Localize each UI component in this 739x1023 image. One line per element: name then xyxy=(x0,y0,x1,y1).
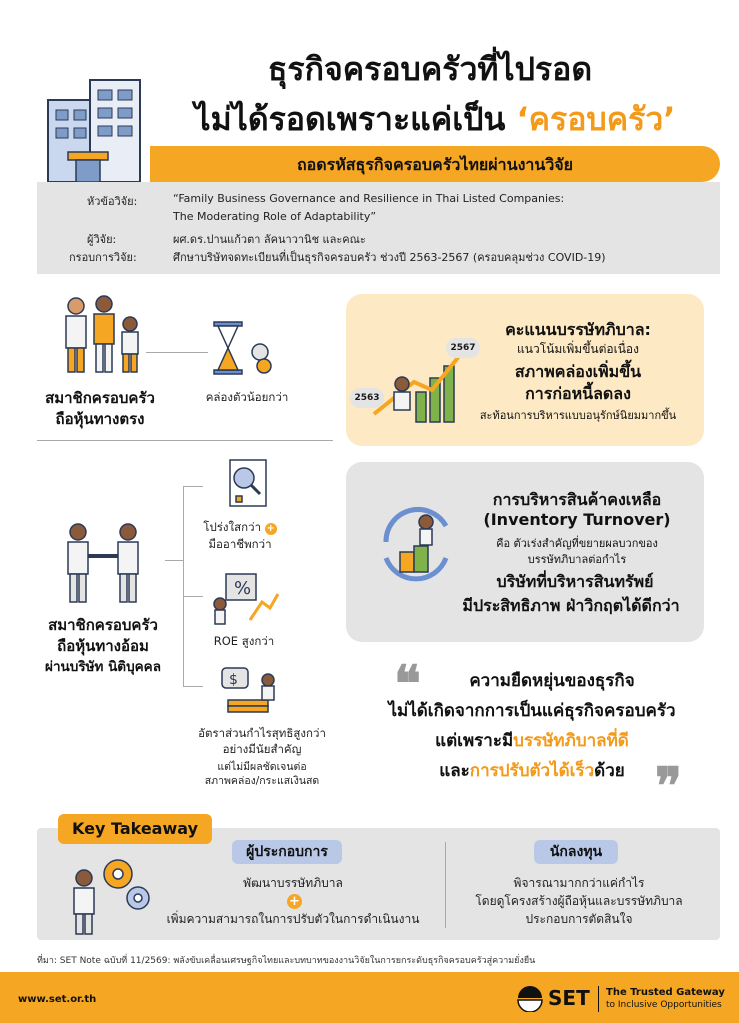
svg-text:$: $ xyxy=(229,672,238,688)
governance-line2: แนวโน้มเพิ่มขึ้นต่อเนื่อง xyxy=(517,342,639,356)
quote-line3: แต่เพราะมีบรรษัทภิบาลที่ดี xyxy=(352,726,712,756)
close-quote-icon: ❞ xyxy=(655,756,682,815)
direct-effect: คล่องตัวน้อยกว่า xyxy=(205,390,289,404)
operator-pill: ผู้ประกอบการ xyxy=(232,840,342,864)
bracket-branch-2 xyxy=(183,596,203,597)
direct-title-line1: สมาชิกครอบครัว xyxy=(45,389,155,407)
governance-line1: คะแนนบรรษัทภิบาล: xyxy=(505,320,651,339)
quote-line2: ไม่ได้เกิดจากการเป็นแค่ธุรกิจครอบครัว xyxy=(388,701,676,721)
scope-label: กรอบการวิจัย: xyxy=(69,251,137,264)
bracket-vertical xyxy=(183,486,184,686)
title-prefix: ไม่ได้รอดเพราะแค่เป็น xyxy=(194,100,517,138)
quote-line1: ความยืดหยุ่นของธุรกิจ xyxy=(469,671,635,691)
growth-chart-icon xyxy=(372,344,467,423)
quote-block: ความยืดหยุ่นของธุรกิจ ไม่ได้เกิดจากการเป… xyxy=(352,666,712,786)
page-title-line2: ไม่ได้รอดเพราะแค่เป็น ‘ครอบครัว’ xyxy=(150,94,720,145)
indirect-title-line2: ถือหุ้นทางอ้อม xyxy=(57,637,149,655)
hourglass-icon xyxy=(213,321,272,375)
quote-line4-suffix: ด้วย xyxy=(594,761,625,781)
year-end-badge: 2567 xyxy=(446,338,480,358)
research-info-box: หัวข้อวิจัย: “Family Business Governance… xyxy=(37,182,720,274)
tagline-line2: to Inclusive Opportunities xyxy=(606,1000,722,1010)
quote-line3-highlight: บรรษัทภิบาลที่ดี xyxy=(513,731,629,751)
website-link[interactable]: www.set.or.th xyxy=(18,994,97,1005)
percent-growth-icon: % xyxy=(213,573,280,625)
inventory-line5: บริษัทที่บริหารสินทรัพย์ xyxy=(496,572,654,591)
investor-line1: พิจารณามากกว่าแค่กำไร xyxy=(513,876,645,890)
direct-title-line2: ถือหุ้นทางตรง xyxy=(55,410,145,428)
svg-text:%: % xyxy=(234,578,251,599)
source-citation: ที่มา: SET Note ฉบับที่ 11/2569: พลังขับ… xyxy=(37,956,536,966)
indirect-title-line3: ผ่านบริษัท นิติบุคคล xyxy=(45,659,161,675)
inventory-line6: มีประสิทธิภาพ ฝ่าวิกฤตได้ดีกว่า xyxy=(462,596,680,615)
coins-money-icon: $ xyxy=(221,667,275,713)
takeaway-divider xyxy=(445,842,446,928)
section-divider xyxy=(37,440,333,441)
bracket-stem xyxy=(165,560,183,561)
bracket-branch-3 xyxy=(183,686,203,687)
title-highlight: ‘ครอบครัว’ xyxy=(516,100,676,138)
handshake-people-icon xyxy=(67,523,139,603)
office-building-icon xyxy=(47,79,141,182)
investor-line3: ประกอบการตัดสินใจ xyxy=(525,912,633,926)
inventory-line3: คือ ตัวเร่งสำคัญที่ขยายผลบวกของ xyxy=(496,537,658,550)
governance-line3: สภาพคล่องเพิ่มขึ้น xyxy=(514,362,642,381)
subtitle-banner: ถอดรหัสธุรกิจครอบครัวไทยผ่านงานวิจัย xyxy=(150,146,720,182)
plus-icon: + xyxy=(264,523,277,535)
key-takeaway-badge: Key Takeaway xyxy=(58,814,212,844)
researcher-value: ผศ.ดร.ปานแก้วตา ลัคนาวานิช และคณะ xyxy=(173,233,366,246)
investor-line2: โดยดูโครงสร้างผู้ถือหุ้นและบรรษัทภิบาล xyxy=(475,894,683,908)
indirect-effect3-line4: สภาพคล่อง/กระแสเงินสด xyxy=(204,775,320,787)
quote-line4-prefix: และ xyxy=(439,761,470,781)
governance-line5: สะท้อนการบริหารแบบอนุรักษ์นิยมมากขึ้น xyxy=(479,409,677,422)
connector-line xyxy=(146,352,208,353)
gears-person-icon xyxy=(73,859,150,935)
investor-pill: นักลงทุน xyxy=(534,840,618,864)
set-logo-text: SET xyxy=(548,986,590,1010)
set-logo-icon xyxy=(517,986,543,1012)
bracket-branch-1 xyxy=(183,486,203,487)
operator-line1: พัฒนาบรรษัทภิบาล xyxy=(243,876,343,890)
inventory-cycle-icon xyxy=(383,507,449,582)
governance-card: 2563 2567 คะแนนบรรษัทภิบาล: แนวโน้มเพิ่ม… xyxy=(346,294,704,446)
indirect-effect1-line1: โปร่งใสกว่า + xyxy=(200,520,280,535)
topic-line1: “Family Business Governance and Resilien… xyxy=(173,192,565,205)
tagline-line1: The Trusted Gateway xyxy=(606,987,725,998)
indirect-effect1-line2: มืออาชีพกว่า xyxy=(208,537,272,551)
indirect-effect3-line1: อัตราส่วนกำไรสุทธิสูงกว่า xyxy=(198,726,326,740)
governance-line4: การก่อหนี้ลดลง xyxy=(525,384,631,403)
magnifier-document-icon xyxy=(229,459,267,507)
footer-separator xyxy=(598,986,599,1012)
inventory-card: การบริหารสินค้าคงเหลือ (Inventory Turnov… xyxy=(346,462,704,642)
indirect-effect3-line2: อย่างมีนัยสำคัญ xyxy=(222,742,302,756)
inventory-line1: การบริหารสินค้าคงเหลือ xyxy=(492,490,662,509)
year-start-badge: 2563 xyxy=(350,388,384,408)
plus-icon: + xyxy=(287,894,302,909)
quote-line4: และการปรับตัวได้เร็วด้วย xyxy=(352,756,712,786)
indirect-title-line1: สมาชิกครอบครัว xyxy=(48,616,158,634)
page-title-line1: ธุรกิจครอบครัวที่ไปรอด xyxy=(267,50,593,88)
quote-line3-prefix: แต่เพราะมี xyxy=(435,731,514,751)
indirect-effect2: ROE สูงกว่า xyxy=(213,634,275,648)
operator-line2: เพิ่มความสามารถในการปรับตัวในการดำเนินงา… xyxy=(166,912,420,926)
family-group-icon xyxy=(65,295,139,373)
footer-bar xyxy=(0,972,739,1023)
banner-text: ถอดรหัสธุรกิจครอบครัวไทยผ่านงานวิจัย xyxy=(296,155,574,174)
effect1-text: โปร่งใสกว่า xyxy=(203,520,262,534)
researcher-label: ผู้วิจัย: xyxy=(87,233,117,246)
indirect-effect3-line3: แต่ไม่มีผลชัดเจนต่อ xyxy=(217,761,307,773)
inventory-line2: (Inventory Turnover) xyxy=(483,510,671,529)
inventory-line4: บรรษัทภิบาลต่อกำไร xyxy=(527,553,627,566)
topic-line2: The Moderating Role of Adaptability” xyxy=(173,210,377,223)
open-quote-icon: ❝ xyxy=(394,654,421,713)
scope-value: ศึกษาบริษัทจดทะเบียนที่เป็นธุรกิจครอบครั… xyxy=(173,251,606,264)
topic-label: หัวข้อวิจัย: xyxy=(87,195,138,208)
quote-line4-highlight: การปรับตัวได้เร็ว xyxy=(469,761,595,781)
